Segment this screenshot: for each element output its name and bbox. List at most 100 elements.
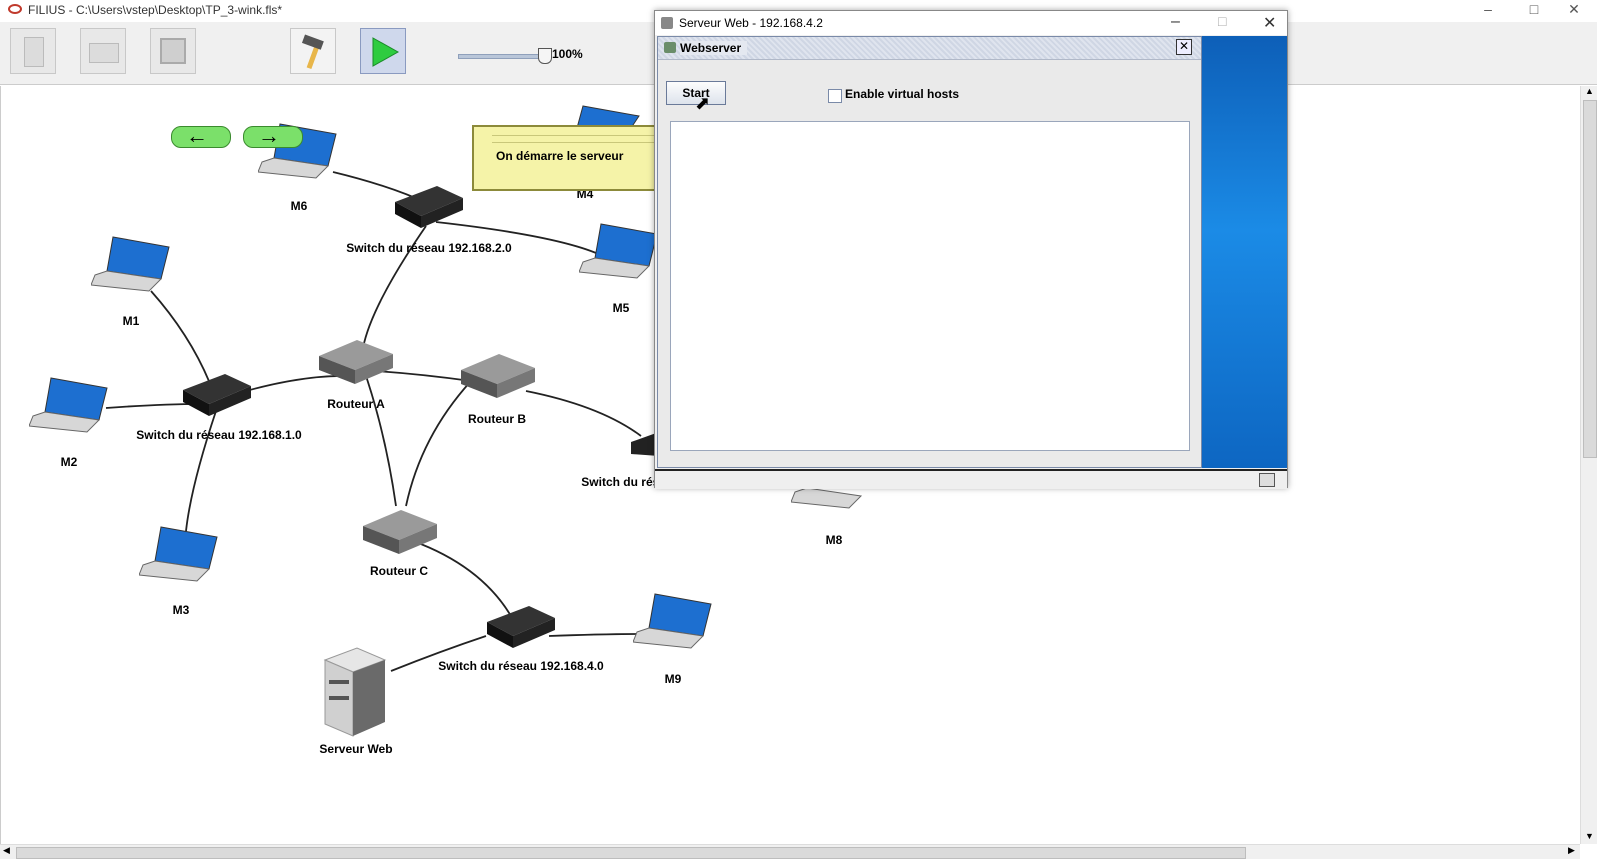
link xyxy=(548,633,642,637)
app-icon xyxy=(661,17,673,29)
link xyxy=(405,380,472,507)
new-file-button[interactable] xyxy=(10,28,56,74)
link xyxy=(362,225,427,349)
scroll-right-icon[interactable]: ▶ xyxy=(1568,845,1575,855)
log-text-area[interactable] xyxy=(670,121,1190,451)
switch-icon xyxy=(631,432,659,456)
switch-icon xyxy=(395,186,463,228)
label-server: Serveur Web xyxy=(319,742,393,756)
internal-close-button[interactable]: ✕ xyxy=(1176,39,1192,55)
laptop-m4[interactable] xyxy=(561,98,661,128)
dialog-close-button[interactable]: ✕ xyxy=(1263,15,1277,32)
mouse-cursor-icon: ⬈ xyxy=(695,93,711,113)
label-m3: M3 xyxy=(172,603,190,617)
laptop-m2[interactable] xyxy=(28,370,111,446)
right-arrow-icon: → xyxy=(258,123,280,148)
window-title: FILIUS - C:\Users\vstep\Desktop\TP_3-win… xyxy=(28,3,283,17)
dialog-title: Serveur Web - 192.168.4.2 xyxy=(679,16,823,30)
switch-192-168-4-0[interactable] xyxy=(485,602,557,652)
label-router-b: Routeur B xyxy=(468,412,526,426)
switch-192-168-1-0[interactable] xyxy=(181,370,253,420)
label-m1: M1 xyxy=(122,314,140,328)
link xyxy=(365,375,397,507)
vertical-scrollbar[interactable]: ▲ ▼ xyxy=(1580,86,1597,844)
dialog-status-bar xyxy=(655,469,1287,489)
link xyxy=(435,221,604,257)
label-router-c: Routeur C xyxy=(370,564,428,578)
dialog-maximize-button[interactable]: □ xyxy=(1218,13,1227,29)
webserver-internal-frame: Webserver ✕ Start ⬈ Enable virtual hosts xyxy=(657,36,1202,468)
link xyxy=(412,540,512,617)
server-icon xyxy=(323,647,387,737)
label-m9: M9 xyxy=(664,672,682,686)
switch-icon xyxy=(183,374,251,416)
webserver-dialog: Serveur Web - 192.168.4.2 – □ ✕ Webserve… xyxy=(654,10,1288,489)
maximize-button[interactable]: □ xyxy=(1529,1,1539,17)
laptop-icon xyxy=(576,105,640,128)
left-arrow-icon: ← xyxy=(186,123,208,148)
laptop-m5[interactable] xyxy=(578,216,661,292)
link xyxy=(245,375,342,392)
hammer-icon xyxy=(301,34,324,70)
label-switch-4: Switch du réseau 192.168.4.0 xyxy=(438,659,604,673)
folder-icon xyxy=(89,43,119,63)
link xyxy=(150,290,212,387)
simulation-mode-button[interactable] xyxy=(360,28,406,74)
webserver-icon xyxy=(664,42,676,53)
start-button[interactable]: Start xyxy=(666,81,726,105)
switch-192-168-2-0[interactable] xyxy=(393,182,465,232)
zoom-slider[interactable] xyxy=(458,48,552,64)
router-c[interactable] xyxy=(361,506,439,558)
label-switch-2: Switch du réseau 192.168.2.0 xyxy=(346,241,512,255)
switch-icon xyxy=(487,606,555,648)
label-router-a: Routeur A xyxy=(327,397,385,411)
design-mode-button[interactable] xyxy=(290,28,336,74)
switch-192-168-3-0[interactable] xyxy=(629,422,659,472)
dialog-minimize-button[interactable]: – xyxy=(1171,13,1180,30)
virtual-hosts-label: Enable virtual hosts xyxy=(845,87,960,101)
internal-frame-title: Webserver xyxy=(680,41,748,55)
open-file-button[interactable] xyxy=(80,28,126,74)
internal-frame-title-bar: Webserver ✕ xyxy=(658,37,1201,60)
zoom-slider-thumb[interactable] xyxy=(538,48,552,64)
label-m2: M2 xyxy=(60,455,78,469)
floppy-disk-icon xyxy=(160,38,186,64)
scroll-up-icon[interactable]: ▲ xyxy=(1585,86,1594,96)
laptop-m9[interactable] xyxy=(632,586,715,662)
resize-grip-icon[interactable] xyxy=(1259,473,1275,487)
laptop-icon xyxy=(90,236,170,292)
note-decoration xyxy=(492,135,678,143)
horizontal-scrollbar[interactable]: ◀ ▶ xyxy=(0,844,1580,859)
laptop-m1[interactable] xyxy=(90,229,173,305)
laptop-m3[interactable] xyxy=(138,519,221,595)
router-b[interactable] xyxy=(459,350,537,402)
save-button[interactable] xyxy=(150,28,196,74)
laptop-icon xyxy=(138,526,218,582)
forward-arrow-button[interactable]: → xyxy=(243,123,303,148)
label-m5: M5 xyxy=(612,301,630,315)
dialog-title-bar: Serveur Web - 192.168.4.2 – □ ✕ xyxy=(655,11,1287,35)
web-server-node[interactable] xyxy=(321,646,387,738)
scroll-left-icon[interactable]: ◀ xyxy=(3,845,10,855)
zoom-slider-track xyxy=(458,54,548,59)
laptop-icon xyxy=(632,593,712,649)
network-links xyxy=(105,171,642,672)
decorative-blue-panel xyxy=(1202,36,1287,468)
router-icon xyxy=(319,340,393,384)
play-icon xyxy=(372,37,400,67)
horizontal-scroll-thumb[interactable] xyxy=(16,847,1246,859)
back-arrow-button[interactable]: ← xyxy=(171,123,231,148)
vertical-scroll-thumb[interactable] xyxy=(1583,100,1597,458)
laptop-icon xyxy=(28,377,108,433)
router-icon xyxy=(461,354,535,398)
laptop-icon xyxy=(578,223,658,279)
virtual-hosts-checkbox[interactable] xyxy=(828,89,842,103)
scroll-down-icon[interactable]: ▼ xyxy=(1585,831,1594,841)
zoom-label: 100% xyxy=(552,47,583,61)
label-m6: M6 xyxy=(290,199,308,213)
link xyxy=(525,390,642,437)
filius-logo-icon xyxy=(8,4,22,14)
minimize-button[interactable]: – xyxy=(1484,1,1492,17)
router-a[interactable] xyxy=(317,336,395,388)
close-button[interactable]: ✕ xyxy=(1568,1,1580,17)
